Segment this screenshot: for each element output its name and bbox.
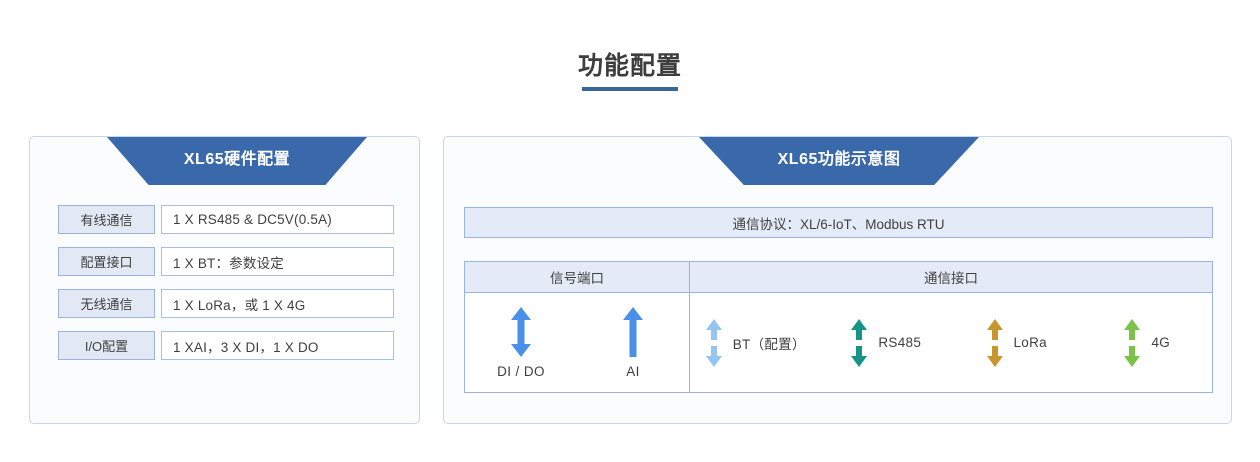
function-diagram-panel: XL65功能示意图 通信协议：XL/6-IoT、Modbus RTU 信号端口 …: [443, 136, 1232, 424]
table-row: I/O配置 1 XAI，3 X DI，1 X DO: [58, 331, 394, 360]
comm-port-item-4g: 4G: [1083, 318, 1211, 367]
table-row: 配置接口 1 X BT：参数设定: [58, 247, 394, 276]
ports-table-header: 信号端口 通信接口: [465, 262, 1212, 293]
up-arrow-icon: [622, 306, 644, 357]
signal-port-item-di-do: DI / DO: [475, 306, 567, 379]
protocol-bar: 通信协议：XL/6-IoT、Modbus RTU: [464, 207, 1213, 238]
comm-port-header: 通信接口: [924, 271, 978, 286]
signal-port-cell: DI / DO AI: [465, 293, 690, 392]
page-header: 功能配置: [0, 50, 1260, 91]
hardware-config-banner-title: XL65硬件配置: [183, 151, 291, 168]
ports-table-body: DI / DO AI: [465, 293, 1212, 392]
signal-port-item-ai: AI: [587, 306, 679, 379]
comm-port-label: BT（配置）: [732, 336, 806, 352]
spec-value: 1 X RS485 & DC5V(0.5A): [161, 205, 394, 234]
function-diagram-banner: XL65功能示意图: [699, 137, 979, 185]
title-underline: [582, 87, 678, 91]
spec-value: 1 XAI，3 X DI，1 X DO: [161, 331, 394, 360]
comm-port-label: RS485: [878, 335, 922, 350]
page-title: 功能配置: [577, 52, 682, 80]
table-row: 有线通信 1 X RS485 & DC5V(0.5A): [58, 205, 394, 234]
double-arrow-icon: [510, 306, 532, 357]
spec-key: 配置接口: [58, 247, 155, 276]
signal-port-header: 信号端口: [465, 262, 690, 292]
spec-key: 有线通信: [58, 205, 155, 234]
comm-port-item-lora: LoRa: [952, 318, 1080, 367]
signal-port-label: DI / DO: [497, 363, 545, 379]
split-double-arrow-icon: [850, 318, 868, 367]
hardware-spec-table: 有线通信 1 X RS485 & DC5V(0.5A) 配置接口 1 X BT：…: [58, 205, 394, 373]
comm-port-item-rs485: RS485: [822, 318, 950, 367]
ports-table: 信号端口 通信接口 DI / DO: [464, 261, 1213, 393]
comm-port-item-bt: BT（配置）: [691, 318, 819, 367]
comm-port-label: 4G: [1151, 335, 1171, 350]
split-double-arrow-icon: [1123, 318, 1141, 367]
hardware-config-banner: XL65硬件配置: [107, 137, 367, 185]
signal-port-label: AI: [626, 363, 640, 379]
function-diagram-banner-title: XL65功能示意图: [777, 151, 901, 168]
spec-value: 1 X BT：参数设定: [161, 247, 394, 276]
hardware-config-panel: XL65硬件配置 有线通信 1 X RS485 & DC5V(0.5A) 配置接…: [29, 136, 420, 424]
spec-value: 1 X LoRa，或 1 X 4G: [161, 289, 394, 318]
comm-port-cell: BT（配置） RS485: [690, 293, 1212, 392]
comm-port-label: LoRa: [1013, 335, 1047, 350]
table-row: 无线通信 1 X LoRa，或 1 X 4G: [58, 289, 394, 318]
split-double-arrow-icon: [986, 318, 1004, 367]
split-double-arrow-icon: [705, 318, 723, 367]
spec-key: I/O配置: [58, 331, 155, 360]
spec-key: 无线通信: [58, 289, 155, 318]
